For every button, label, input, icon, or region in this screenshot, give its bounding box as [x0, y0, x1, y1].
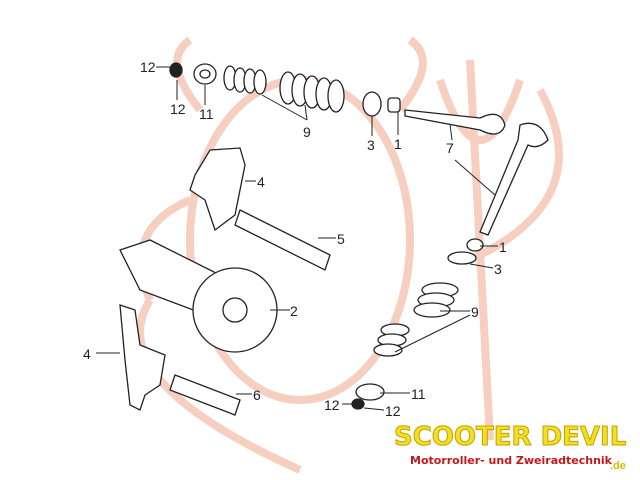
part-label: 4 — [83, 346, 91, 362]
part-label: 12 — [324, 397, 340, 413]
logo-tld: .de — [610, 460, 626, 472]
spring-seat-top — [362, 91, 382, 117]
part-label: 7 — [446, 140, 454, 156]
intake-valve — [404, 109, 506, 135]
part-label: 12 — [140, 59, 156, 75]
logo-tagline: Motorroller- und Zweiradtechnik — [410, 454, 612, 467]
part-label: 12 — [385, 403, 401, 419]
rocker-shaft-bottom — [169, 374, 241, 416]
part-label: 9 — [303, 124, 311, 140]
valve-seal-bottom — [466, 238, 484, 252]
spring-seat-bottom — [447, 251, 477, 265]
part-label: 4 — [257, 174, 265, 190]
scooter-devil-logo: SCOOTER DEVIL Motorroller- und Zweiradte… — [392, 420, 632, 476]
valve-spring-outer — [279, 71, 345, 113]
part-label: 1 — [394, 136, 402, 152]
part-label: 6 — [253, 387, 261, 403]
exhaust-valve — [479, 122, 549, 236]
retainer-bottom — [355, 383, 385, 401]
part-label: 2 — [290, 303, 298, 319]
parts — [119, 62, 549, 416]
valve-spring-inner — [223, 65, 267, 95]
valve-spring-bottom — [373, 282, 459, 357]
rocker-arm-bottom — [119, 304, 166, 411]
part-label: 11 — [199, 106, 214, 122]
part-label: 9 — [471, 304, 479, 320]
part-label: 3 — [367, 137, 375, 153]
rocker-arm-top — [189, 147, 246, 232]
part-label: 5 — [337, 231, 345, 247]
part-label: 3 — [494, 261, 502, 277]
rocker-shaft — [234, 209, 331, 271]
part-label: 12 — [170, 101, 186, 117]
devil-watermark — [136, 36, 563, 474]
valve-cotter-top — [169, 62, 183, 78]
part-label: 1 — [499, 239, 507, 255]
logo-brand: SCOOTER DEVIL — [393, 422, 627, 453]
valve-seal-top — [387, 97, 401, 113]
part-label: 11 — [411, 386, 426, 402]
leader-lines — [96, 66, 498, 411]
